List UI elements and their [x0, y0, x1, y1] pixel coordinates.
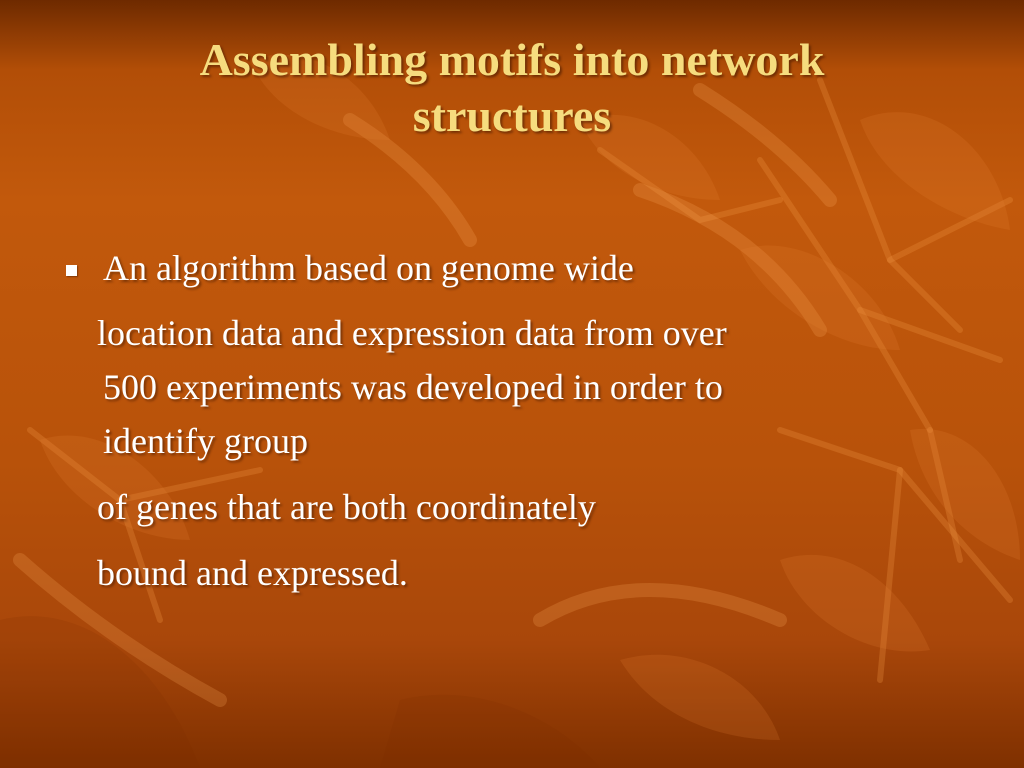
- slide-title-line-2: structures: [412, 90, 612, 141]
- square-bullet-icon: [66, 265, 77, 276]
- bullet-text-line: An algorithm based on genome wide: [103, 248, 634, 288]
- bullet-text-line: of genes that are both coordinately: [97, 487, 596, 527]
- bullet-text-line: bound and expressed.: [97, 553, 408, 593]
- bullet-text-line: location data and expression data from o…: [97, 313, 727, 353]
- bullet-text-line: identify group: [103, 421, 308, 461]
- bullet-text-line: 500 experiments was developed in order t…: [103, 367, 723, 407]
- slide-title: Assembling motifs into network structure…: [60, 32, 964, 144]
- slide-title-line-1: Assembling motifs into network: [199, 34, 825, 85]
